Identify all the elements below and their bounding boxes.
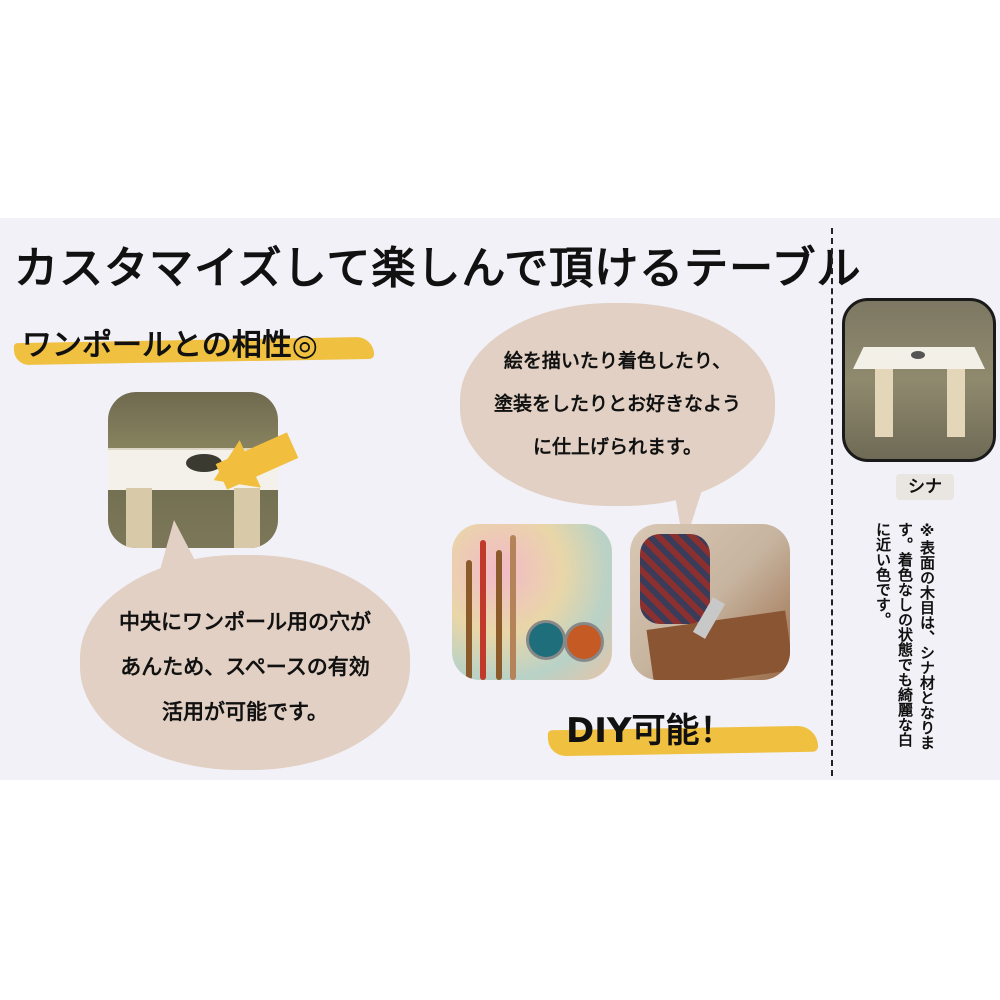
diy-description: 絵を描いたり着色したり、 塗装をしたりとお好きなよう に仕上げられます。 (470, 340, 765, 469)
diy-description-line: に仕上げられます。 (532, 436, 703, 458)
paintbrush (496, 550, 502, 680)
speech-bubble-pole (80, 555, 410, 770)
pole-hole (911, 351, 925, 359)
pole-hole (186, 454, 222, 472)
table-leg (947, 369, 965, 437)
speech-bubble-diy (460, 303, 775, 506)
paintbrush (466, 560, 472, 680)
paint-jar (564, 622, 604, 662)
paint-jar (526, 620, 566, 660)
shina-table-photo (842, 298, 996, 462)
table-leg (234, 488, 260, 548)
worker (640, 534, 710, 624)
diy-description-line: 絵を描いたり着色したり、 (503, 350, 732, 372)
page-title: カスタマイズして楽しんで頂けるテーブル (14, 243, 862, 294)
pole-description-line: 活用が可能です。 (162, 700, 328, 724)
table-leg (126, 488, 152, 548)
section-heading-diy: DIY可能！ (566, 711, 734, 751)
material-note: ※表面の木目は、シナ材となります。着色なしの状態でも綺麗な白に近い色です。 (874, 522, 936, 750)
table-leg (875, 369, 893, 437)
pole-description-line: 中央にワンポール用の穴が (119, 610, 371, 634)
diy-description-line: 塗装をしたりとお好きなよう (493, 393, 741, 415)
pole-description: 中央にワンポール用の穴が あんため、スペースの有効 活用が可能です。 (100, 600, 390, 735)
paint-brushes-photo (452, 524, 612, 680)
material-badge: シナ (896, 474, 954, 500)
painting-wood-photo (630, 524, 790, 680)
paintbrush (480, 540, 486, 680)
paintbrush (510, 535, 516, 680)
section-heading-one-pole: ワンポールとの相性◎ (22, 328, 318, 363)
dashed-divider (831, 228, 833, 776)
pole-description-line: あんため、スペースの有効 (120, 655, 370, 679)
